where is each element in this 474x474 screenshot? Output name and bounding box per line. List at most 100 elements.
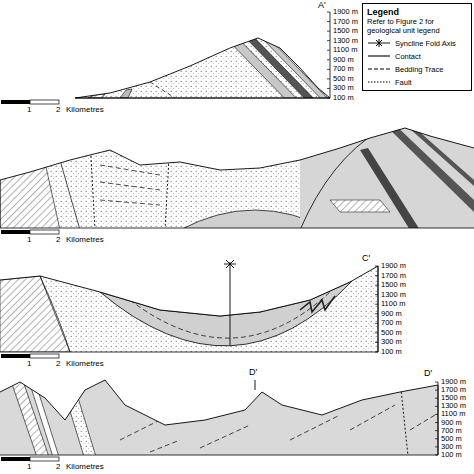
section-label: A' [318,1,326,10]
elevation-label: 1700 m [441,386,466,394]
section-label: D' [424,369,432,378]
scale-label: 2 [56,360,60,368]
elevation-label: 1300 m [381,291,406,299]
axis-tick [375,294,378,295]
axis-line [330,12,331,98]
axis-tick [375,313,378,314]
elevation-label: 300 m [381,338,402,346]
axis-line [438,382,439,455]
scale-label: 1 [27,236,31,244]
elevation-label: 300 m [441,443,462,451]
syncline-axis [224,260,236,346]
elevation-label: 500 m [441,435,462,443]
scale-label: 2 [56,106,60,114]
scale-bar [30,230,59,234]
axis-tick [435,382,438,383]
axis-tick [327,21,330,22]
scale-bar [1,230,30,234]
scale-label: 2 [56,463,60,471]
legend-row: Contact [367,51,467,61]
legend-text: Fault [395,78,412,87]
section-label: C' [362,254,370,263]
axis-tick [327,31,330,32]
elevation-label: 900 m [441,419,462,427]
legend-sample [367,38,391,48]
scale-bar [1,354,30,358]
legend-sample [367,51,391,61]
axis-tick [327,69,330,70]
legend-text: Syncline Fold Axis [395,39,456,48]
axis-tick [435,414,438,415]
axis-tick [375,332,378,333]
elevation-label: 700 m [441,427,462,435]
scale-label: Kilometres [66,463,104,471]
scale-bar [1,457,30,461]
legend-note: Refer to Figure 2 for geological unit le… [367,18,467,35]
scale-label: Kilometres [66,106,104,114]
legend-box: LegendRefer to Figure 2 for geological u… [362,3,472,91]
axis-tick [375,352,378,353]
scale-label: 1 [27,106,31,114]
section-c [0,260,378,352]
axis-tick [375,266,378,267]
elevation-label: 700 m [333,65,354,73]
scale-label: Kilometres [66,360,104,368]
legend-sample [367,77,391,87]
axis-tick [435,422,438,423]
elevation-label: 1500 m [381,281,406,289]
legend-row: Fault [367,77,467,87]
axis-tick [327,78,330,79]
axis-tick [375,275,378,276]
scale-label: 1 [27,463,31,471]
elevation-label: 1900 m [381,262,406,270]
scale-bar [30,457,59,461]
scale-label: 2 [56,236,60,244]
axis-tick [435,398,438,399]
elevation-label: 1500 m [441,394,466,402]
elevation-label: 100 m [333,94,354,102]
scale-bar [30,100,59,104]
elevation-label: 900 m [381,310,402,318]
legend-title: Legend [367,7,467,17]
elevation-label: 1300 m [441,402,466,410]
axis-line [378,266,379,352]
scale-bar [30,354,59,358]
axis-tick [435,406,438,407]
elevation-label: 100 m [381,348,402,356]
section-label: D' [249,368,257,377]
axis-tick [375,304,378,305]
elevation-label: 500 m [333,75,354,83]
legend-text: Bedding Trace [395,65,443,74]
elevation-label: 100 m [441,451,462,459]
axis-tick [375,342,378,343]
elevation-label: 1100 m [381,300,405,308]
axis-tick [327,12,330,13]
legend-text: Contact [395,52,421,61]
section-d [0,378,438,460]
axis-tick [435,446,438,447]
elevation-label: 1900 m [441,378,466,386]
elevation-label: 500 m [381,329,402,337]
legend-row: Syncline Fold Axis [367,38,467,48]
axis-tick [327,59,330,60]
axis-tick [327,40,330,41]
axis-tick [435,390,438,391]
legend-sample [367,64,391,74]
elevation-label: 900 m [333,56,354,64]
scale-bar [1,100,30,104]
elevation-label: 1900 m [333,8,358,16]
elevation-label: 1100 m [333,46,357,54]
axis-tick [435,430,438,431]
elevation-label: 1300 m [333,37,358,45]
axis-tick [327,88,330,89]
elevation-label: 300 m [333,84,354,92]
elevation-label: 1500 m [333,27,358,35]
axis-tick [375,285,378,286]
elevation-label: 1700 m [333,18,358,26]
elevation-label: 1700 m [381,272,406,280]
scale-bars [1,100,59,461]
scale-label: 1 [27,360,31,368]
elevation-label: 700 m [381,319,402,327]
axis-tick [375,323,378,324]
